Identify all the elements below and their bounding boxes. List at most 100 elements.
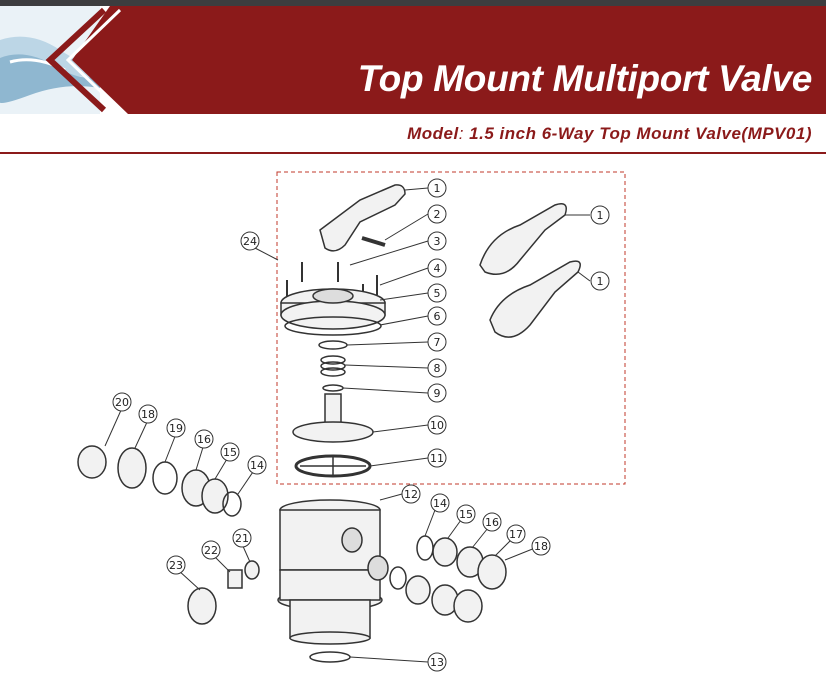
callout-17: 17 (506, 524, 526, 544)
top-dark-bar (0, 0, 826, 6)
callout-circle (427, 306, 447, 326)
pin-part (361, 236, 386, 247)
callout-circle (590, 271, 610, 291)
callout-circle (166, 555, 186, 575)
banner-graphic (0, 0, 826, 114)
drain-plug-assembly (187, 560, 260, 625)
handle-alt-2 (489, 260, 581, 338)
callout-circle (427, 204, 447, 224)
callout-circle (427, 178, 447, 198)
callout-circle (427, 283, 447, 303)
callout-circle (240, 231, 260, 251)
callout-3: 3 (427, 231, 447, 251)
callout-12: 12 (401, 484, 421, 504)
callout-number: 4 (434, 262, 441, 275)
spring-part (320, 355, 346, 365)
handle-part (319, 184, 406, 252)
callout-circle (482, 512, 502, 532)
callout-number: 1 (597, 209, 604, 222)
callout-number: 1 (597, 275, 604, 288)
stem-part (324, 393, 342, 425)
callout-circle (427, 231, 447, 251)
callout-2: 2 (427, 204, 447, 224)
callout-number: 3 (434, 235, 441, 248)
left-union-assembly (77, 445, 242, 517)
callout-9: 9 (427, 383, 447, 403)
model-subtitle: Model: 1.5 inch 6-Way Top Mount Valve(MP… (407, 124, 812, 144)
callout-20: 20 (112, 392, 132, 412)
callout-circle (220, 442, 240, 462)
callout-circle (401, 484, 421, 504)
callout-number: 8 (434, 362, 441, 375)
callout-number: 1 (434, 182, 441, 195)
callout-circle (506, 524, 526, 544)
callout-number: 13 (430, 656, 444, 669)
callout-6: 6 (427, 306, 447, 326)
callout-1: 1 (590, 205, 610, 225)
callout-11: 11 (427, 448, 447, 468)
callout-circle (138, 404, 158, 424)
callout-21: 21 (232, 528, 252, 548)
cover-oring-part (284, 316, 382, 336)
callout-number: 23 (169, 559, 183, 572)
callout-circle (194, 429, 214, 449)
callout-number: 14 (250, 459, 264, 472)
red-banner (72, 6, 826, 114)
parts (77, 184, 581, 663)
callout-circle (427, 448, 447, 468)
callout-16: 16 (194, 429, 214, 449)
callout-15: 15 (456, 504, 476, 524)
callout-5: 5 (427, 283, 447, 303)
callout-number: 11 (430, 452, 444, 465)
model-separator: : (458, 124, 464, 143)
callout-circle (247, 455, 267, 475)
callout-number: 14 (433, 497, 447, 510)
callout-circle (427, 258, 447, 278)
callout-number: 18 (534, 540, 548, 553)
callout-labels: 1234567891011241120181916151412141516171… (112, 178, 610, 672)
model-value: 1.5 inch 6-Way Top Mount Valve(MPV01) (463, 124, 812, 143)
callout-number: 24 (243, 235, 257, 248)
bottom-oring-part (309, 651, 351, 663)
washer-part (318, 340, 348, 350)
callout-8: 8 (427, 358, 447, 378)
callout-circle (427, 652, 447, 672)
callout-16: 16 (482, 512, 502, 532)
callout-circle (456, 504, 476, 524)
callout-number: 7 (434, 336, 441, 349)
header-banner (0, 0, 826, 120)
callout-22: 22 (201, 540, 221, 560)
callout-number: 15 (223, 446, 237, 459)
callout-number: 18 (141, 408, 155, 421)
callout-number: 20 (115, 396, 129, 409)
callout-18: 18 (138, 404, 158, 424)
callout-number: 2 (434, 208, 441, 221)
callout-circle (112, 392, 132, 412)
callout-number: 9 (434, 387, 441, 400)
model-label: Model (407, 124, 459, 143)
callout-number: 10 (430, 419, 444, 432)
callout-19: 19 (166, 418, 186, 438)
callout-circle (427, 332, 447, 352)
callout-circle (166, 418, 186, 438)
callout-15: 15 (220, 442, 240, 462)
callout-number: 12 (404, 488, 418, 501)
callout-14: 14 (430, 493, 450, 513)
callout-circle (232, 528, 252, 548)
callout-1: 1 (590, 271, 610, 291)
callout-13: 13 (427, 652, 447, 672)
callout-10: 10 (427, 415, 447, 435)
callout-number: 22 (204, 544, 218, 557)
page-title: Top Mount Multiport Valve (357, 58, 813, 99)
rotor-part (292, 421, 374, 443)
right-union-assembly (389, 535, 507, 623)
callout-number: 19 (169, 422, 183, 435)
handle-alt-1 (479, 203, 567, 275)
callout-number: 17 (509, 528, 523, 541)
callout-24: 24 (240, 231, 260, 251)
callout-23: 23 (166, 555, 186, 575)
assembly-box-24 (276, 171, 626, 485)
callout-circle (427, 383, 447, 403)
callout-circle (427, 358, 447, 378)
callout-7: 7 (427, 332, 447, 352)
